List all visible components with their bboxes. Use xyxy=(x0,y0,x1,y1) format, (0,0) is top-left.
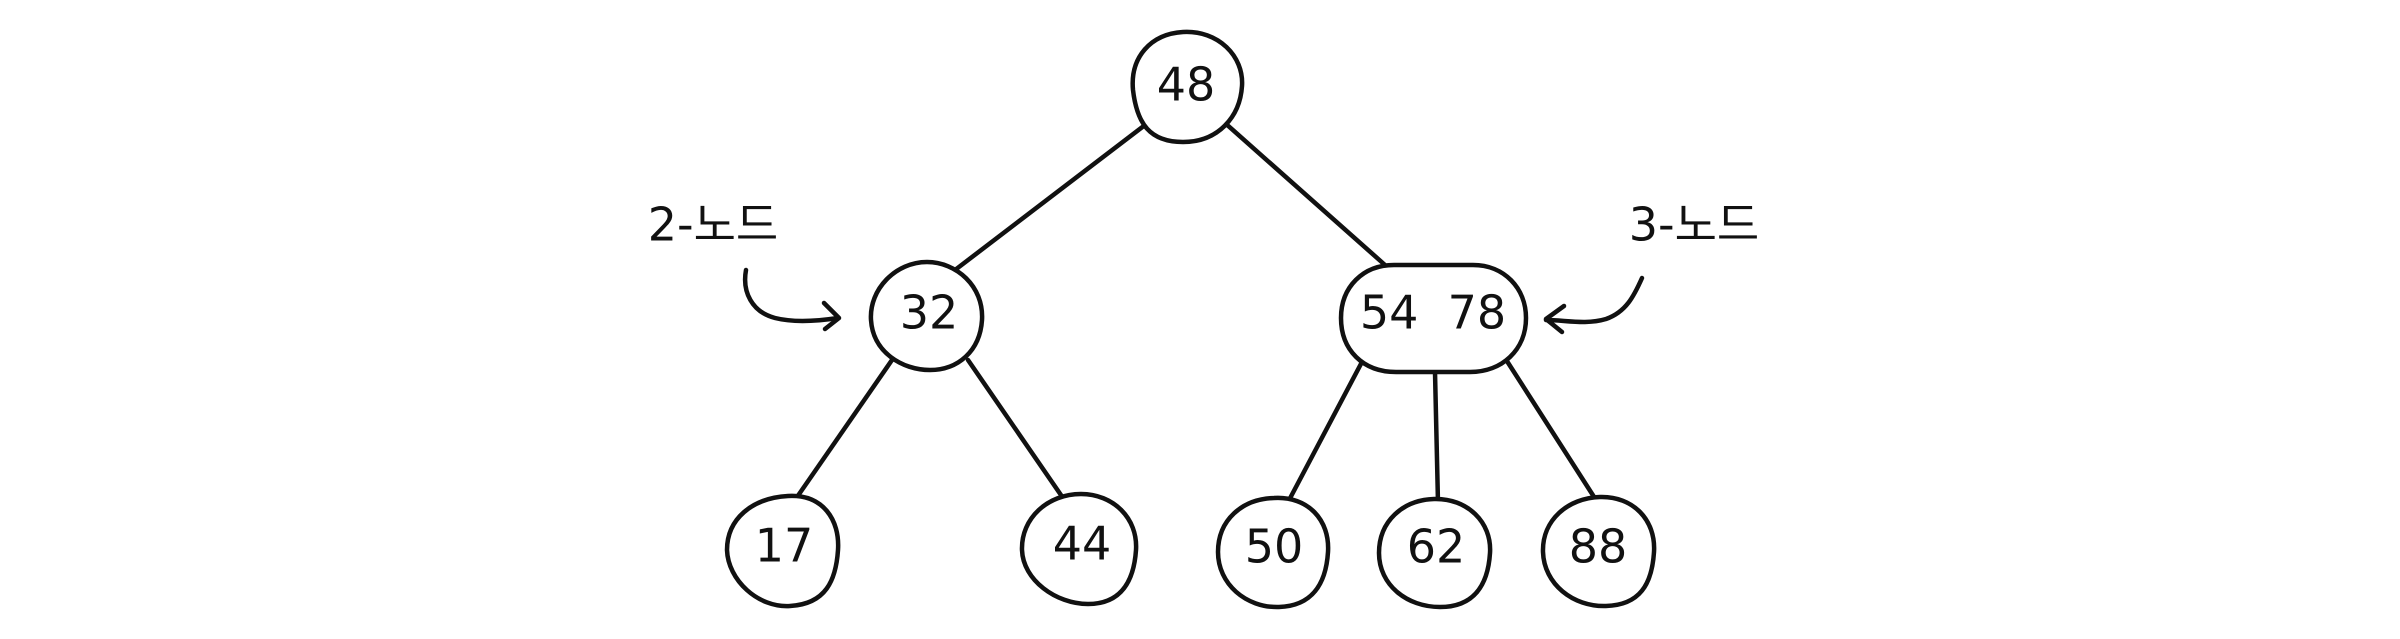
node-62-shape xyxy=(1376,496,1493,610)
node-17-label: 17 xyxy=(755,519,814,573)
node-32: 32 xyxy=(868,259,985,373)
edge-54-78-50 xyxy=(1284,357,1366,507)
annotation-3-node-arrowhead xyxy=(1543,303,1567,335)
node-50-label: 50 xyxy=(1245,520,1304,574)
node-88-label: 88 xyxy=(1569,520,1628,574)
node-48-label: 48 xyxy=(1157,58,1216,112)
node-50-shape xyxy=(1215,495,1331,610)
annotation-2-node: 2-노드 xyxy=(648,198,842,332)
node-17-shape xyxy=(724,493,841,609)
annotation-2-node-arrow xyxy=(742,267,841,324)
edges xyxy=(792,120,1599,507)
edge-54-78-88 xyxy=(1502,355,1599,503)
annotation-3-node: 3-노드 xyxy=(1543,198,1760,335)
node-44: 44 xyxy=(1019,491,1139,607)
edge-48-54-78 xyxy=(1222,120,1388,268)
node-32-label: 32 xyxy=(900,286,959,340)
edge-32-44 xyxy=(965,357,1066,501)
annotation-2-node-arrowhead xyxy=(821,300,842,332)
node-88: 88 xyxy=(1540,494,1657,609)
node-48-shape xyxy=(1130,29,1245,145)
node-50: 50 xyxy=(1215,495,1331,610)
node-62: 62 xyxy=(1376,496,1493,610)
node-32-shape xyxy=(868,259,985,373)
edge-48-32 xyxy=(952,122,1148,273)
edge-54-78-62 xyxy=(1432,369,1441,506)
node-44-label: 44 xyxy=(1053,517,1112,571)
node-54-78: 54 78 xyxy=(1338,262,1529,375)
node-54-78-shape xyxy=(1338,262,1529,375)
node-88-shape xyxy=(1540,494,1657,609)
annotation-3-node-arrow xyxy=(1543,275,1645,325)
annotation-2-node-label: 2-노드 xyxy=(648,198,779,252)
edge-32-17 xyxy=(792,357,895,503)
node-17: 17 xyxy=(724,493,841,609)
node-54-78-label: 54 78 xyxy=(1360,286,1506,340)
node-62-label: 62 xyxy=(1407,520,1466,574)
annotation-3-node-label: 3-노드 xyxy=(1629,198,1760,252)
node-48: 48 xyxy=(1130,29,1245,145)
node-44-shape xyxy=(1019,491,1139,607)
